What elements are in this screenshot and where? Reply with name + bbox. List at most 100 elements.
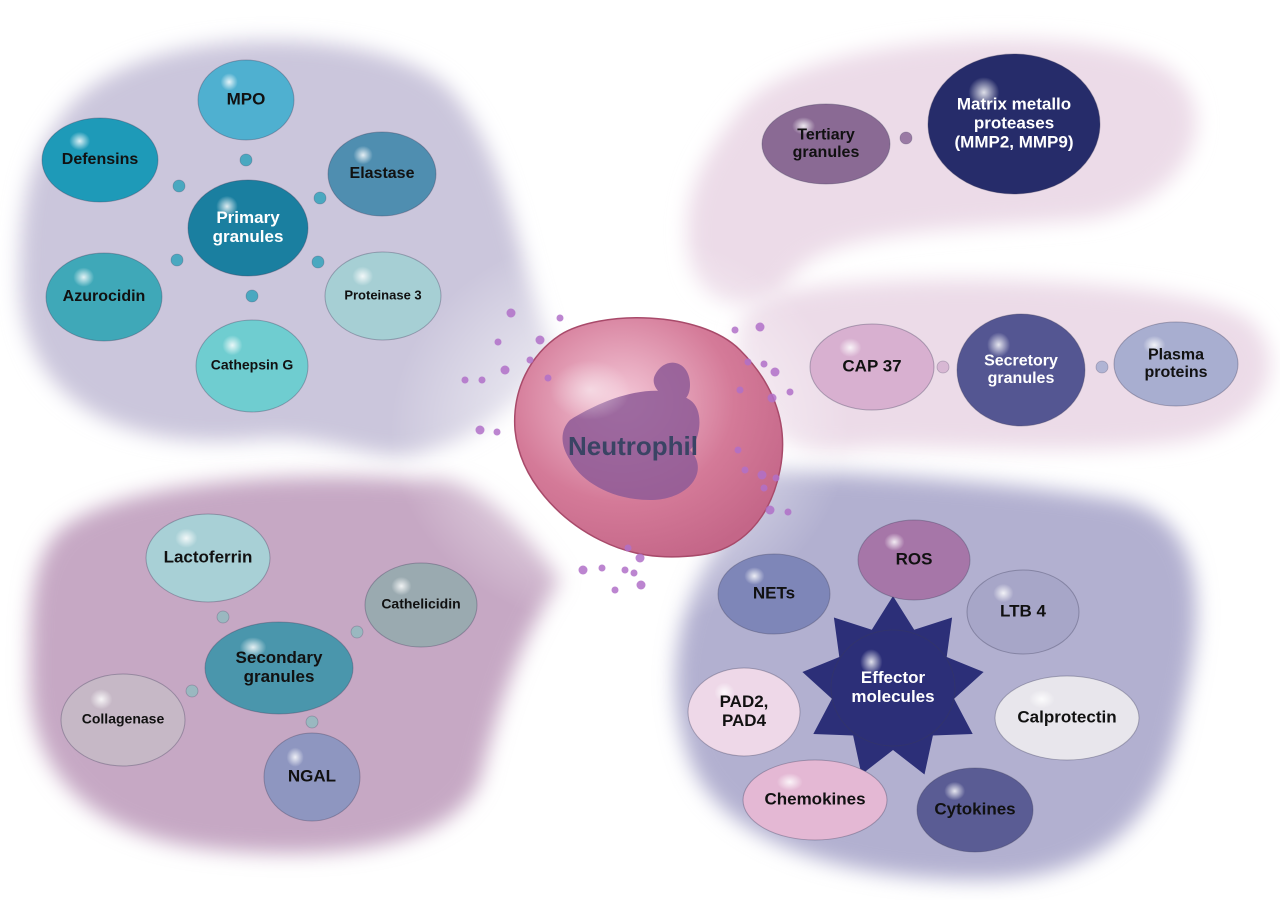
granule-dot [506,308,516,318]
node-defensins[interactable]: Defensins [41,117,159,203]
granule-dot [772,474,780,482]
node-label: Matrix metallo [957,94,1071,113]
granule-dot [760,484,768,492]
node-label: Calprotectin [1017,707,1116,726]
gloss-highlight [968,77,1000,108]
node-azurocidin[interactable]: Azurocidin [45,252,163,342]
node-elastase[interactable]: Elastase [327,131,437,217]
node-collagenase[interactable]: Collagenase [60,673,186,767]
node-cathelicidin[interactable]: Cathelicidin [364,562,478,648]
node-label: (MMP2, MMP9) [955,133,1074,152]
connector-dot [350,625,364,639]
released-granules [461,308,794,594]
gloss-highlight [220,73,238,91]
gloss-highlight [792,117,816,135]
connector-dot [216,610,230,624]
node-label: Primary [216,208,280,227]
granule-dot [624,544,632,552]
node-label: Cathepsin G [211,357,294,373]
granule-dot [478,376,486,384]
granule-dot [757,470,767,480]
node-pad2-pad4[interactable]: PAD2,PAD4 [687,667,801,757]
gloss-highlight [1028,689,1055,709]
connector-dot [185,684,199,698]
neutrophil-cell[interactable]: Neutrophil [513,317,784,558]
node-label: PAD4 [722,711,767,730]
gloss-highlight [776,773,803,791]
node-label: Plasma [1148,346,1204,363]
node-label: Cytokines [934,799,1015,818]
connector-dot [936,360,950,374]
gloss-highlight [839,338,862,358]
node-label: granules [793,144,860,161]
granule-dot [556,314,564,322]
node-label: granules [988,370,1055,387]
gloss-highlight [286,747,304,767]
node-proteinase-3[interactable]: Proteinase 3 [324,251,442,341]
node-cathepsin-g[interactable]: Cathepsin G [195,319,309,413]
connector-dot [172,179,186,193]
node-label: Collagenase [82,711,165,727]
granule-dot [578,565,588,575]
granule-dot [621,566,629,574]
node-ltb-4[interactable]: LTB 4 [966,569,1080,655]
node-label: LTB 4 [1000,601,1047,620]
granule-dot [635,553,645,563]
cell-highlight [550,360,630,420]
node-cytokines[interactable]: Cytokines [916,767,1034,853]
gloss-highlight [353,145,373,165]
node-label: Lactoferrin [164,547,253,566]
node-chemokines[interactable]: Chemokines [742,759,888,841]
granule-dot [461,376,469,384]
node-nets[interactable]: NETs [717,553,831,635]
node-cap-37[interactable]: CAP 37 [809,323,935,411]
node-ros[interactable]: ROS [857,519,971,601]
node-label: Chemokines [764,789,865,808]
granule-dot [784,508,792,516]
gloss-highlight [744,567,765,585]
node-label: Proteinase 3 [344,287,421,302]
node-label: proteins [1144,364,1207,381]
node-label: Elastase [350,165,415,182]
node-label: PAD2, [720,692,769,711]
granule-dot [494,338,502,346]
gloss-highlight [222,335,243,356]
gloss-highlight [90,689,113,710]
granule-dot [736,386,744,394]
gloss-highlight [216,195,238,217]
node-lactoferrin[interactable]: Lactoferrin [145,513,271,603]
node-label: granules [213,227,284,246]
gloss-highlight [884,533,905,551]
connector-dot [239,153,253,167]
gloss-highlight [175,528,198,548]
granule-dot [731,326,739,334]
gloss-highlight [239,637,267,658]
node-label: Secretory [984,352,1058,369]
granule-dot [734,446,742,454]
granule-dot [636,580,646,590]
node-mpo[interactable]: MPO [197,59,295,141]
granule-dot [744,358,752,366]
granule-dot [786,388,794,396]
granule-dot [630,569,638,577]
node-ngal[interactable]: NGAL [263,732,361,822]
granule-dot [598,564,606,572]
node-label: Defensins [62,151,139,168]
node-label: NETs [753,583,795,602]
gloss-highlight [352,266,374,286]
granule-dot [611,586,619,594]
gloss-highlight [944,781,966,801]
gloss-highlight [391,576,412,596]
node-label: molecules [851,687,934,706]
granule-dot [500,365,510,375]
node-calprotectin[interactable]: Calprotectin [994,675,1140,761]
